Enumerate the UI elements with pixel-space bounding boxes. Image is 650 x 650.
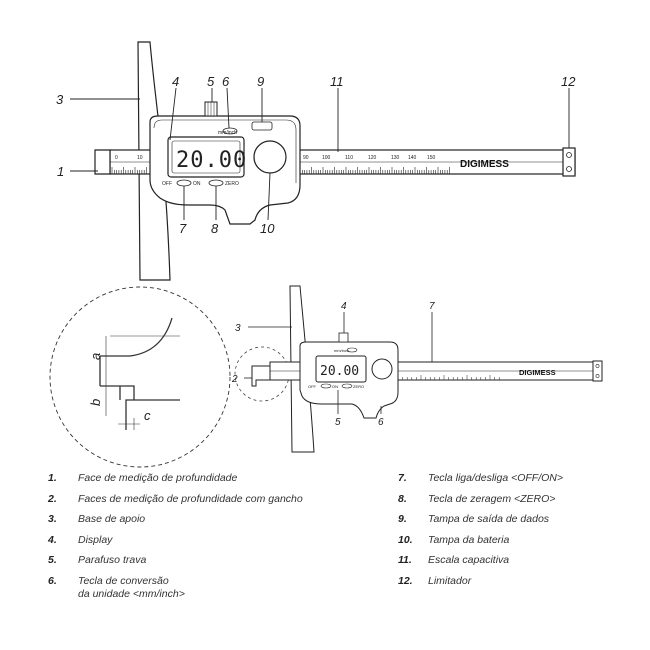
top-battery-cover [253,140,287,174]
top-display-value: 20.00 [176,148,247,173]
caliper-diagram: mm/inch OFF ON ZERO 20.00 DIGIMESS 0 10 … [49,41,603,468]
bottom-display-value: 20.00 [320,364,359,379]
bottom-callout-4: 4 [341,301,347,312]
legend-item-1: 1.Face de medição de profundidade [48,472,238,484]
bottom-leader-lines [244,312,433,414]
detail-labels: a b c [88,353,151,423]
bottom-on-label: ON [332,384,338,389]
callout-10: 10 [260,221,275,236]
legend-right: 7.Tecla liga/desliga <OFF/ON> 8.Tecla de… [398,472,638,595]
legend-left: 1.Face de medição de profundidade 2.Face… [48,472,348,608]
top-zero-label: ZERO [225,181,239,187]
detail-label-c: c [144,408,151,423]
callout-4: 4 [172,74,179,89]
bottom-limiter [592,360,603,382]
scale-label-130: 130 [391,155,400,161]
bottom-callout-6: 6 [378,417,384,428]
scale-label-10: 10 [137,155,143,161]
legend-item-5: 5.Parafuso trava [48,554,147,566]
callout-9: 9 [257,74,264,89]
bottom-depth-hook [251,365,271,387]
top-on-label: ON [193,181,201,187]
bottom-display [315,355,367,383]
bottom-brand: DIGIMESS [519,368,556,377]
top-depth-hook [94,149,111,175]
detail-hook-profile [99,317,180,430]
legend-item-2: 2.Faces de medição de profundidade com g… [48,492,303,505]
legend-item-4: 4.Display [48,533,113,546]
bottom-callout-2: 2 [231,374,238,385]
callout-11: 11 [330,74,344,89]
callout-6: 6 [222,74,230,89]
bottom-callout-5: 5 [335,417,341,428]
bottom-callout-7: 7 [429,301,435,312]
scale-label-100: 100 [322,155,331,161]
top-scale-ticks [111,167,450,174]
top-leader-lines [70,87,570,221]
callout-5: 5 [207,74,215,89]
top-display [167,136,245,178]
detail-label-a: a [88,353,103,360]
bottom-zero-button[interactable] [341,383,353,389]
legend-item-8: 8.Tecla de zeragem <ZERO> [398,492,556,505]
legend-item-6-line2: da unidade <mm/inch> [78,587,185,600]
scale-label-150: 150 [427,155,436,161]
callout-1: 1 [57,164,64,179]
bottom-zero-label: ZERO [353,384,364,389]
callout-7: 7 [179,221,187,236]
legend-item-3: 3.Base de apoio [48,513,146,525]
scale-label-140: 140 [408,155,417,161]
legend-item-9: 9.Tampa de saída de dados [398,513,550,525]
callout-8: 8 [211,221,219,236]
scale-label-90: 90 [303,155,309,161]
scale-label-110: 110 [345,155,353,161]
bottom-mm-inch-button[interactable] [346,347,358,353]
bottom-callout-3: 3 [235,323,241,334]
bottom-lock-screw [338,332,349,343]
top-off-label: OFF [162,181,172,187]
top-caliper [70,41,576,281]
callout-12: 12 [561,74,576,89]
scale-label-0: 0 [115,155,118,161]
top-mm-inch-button[interactable] [222,127,238,135]
bottom-caliper-text: 20.00 DIGIMESS mm/inch OFF ON ZERO 3 2 4… [231,301,556,428]
bottom-mm-inch-label: mm/inch [334,348,349,353]
legend-item-12: 12.Limitador [398,574,472,587]
legend-item-6-line1: Tecla de conversão [78,574,169,587]
detail-view [49,286,231,468]
top-caliper-text: mm/inch OFF ON ZERO 20.00 DIGIMESS 0 10 … [56,74,576,236]
legend-item-11: 11.Escala capacitiva [398,554,510,566]
bottom-caliper [244,285,603,453]
detail-circle [49,286,231,468]
scale-label-120: 120 [368,155,377,161]
legend-item-10: 10.Tampa da bateria [398,533,510,546]
legend-item-7: 7.Tecla liga/desliga <OFF/ON> [398,472,564,484]
top-mm-inch-label: mm/inch [218,130,237,136]
bottom-battery-cover [371,358,393,380]
bottom-on-off-button[interactable] [320,383,332,389]
top-brand: DIGIMESS [460,159,509,170]
detail-label-b: b [88,399,103,406]
bottom-off-label: OFF [308,384,317,389]
callout-3: 3 [56,92,64,107]
